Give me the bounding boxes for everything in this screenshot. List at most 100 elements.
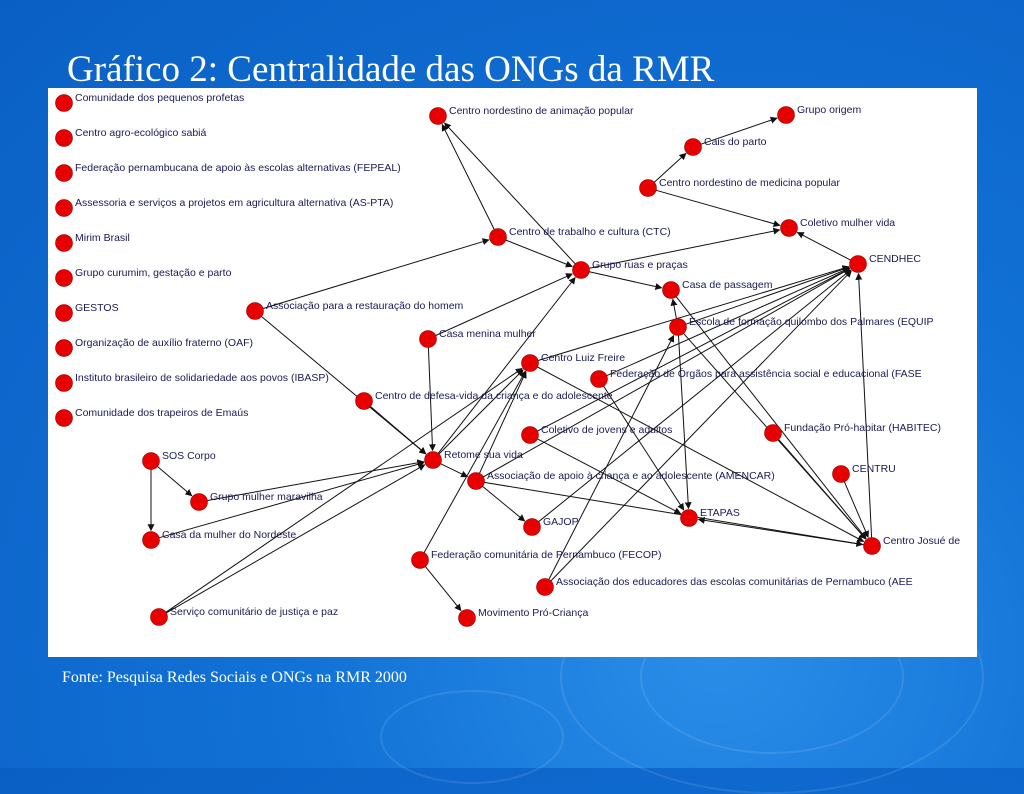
node-marker — [536, 578, 554, 596]
node-label: Cais do parto — [704, 136, 767, 148]
node-gmm: Grupo mulher maravilha — [190, 491, 323, 511]
node-label: Casa de passagem — [682, 279, 773, 291]
node-label: Centro nordestino de medicina popular — [659, 177, 840, 189]
node-n8: Organização de auxílio fraterno (OAF) — [55, 337, 253, 357]
node-label: Centro Luiz Freire — [541, 352, 625, 364]
node-sos: SOS Corpo — [142, 450, 216, 470]
node-ctc: Centro de trabalho e cultura (CTC) — [489, 226, 671, 246]
node-marker — [190, 493, 208, 511]
node-marker — [572, 261, 590, 279]
node-label: Coletivo mulher vida — [800, 217, 895, 229]
node-label: Grupo mulher maravilha — [210, 491, 323, 503]
edges-layer — [147, 116, 873, 614]
node-marker — [55, 269, 73, 287]
node-gajop: GAJOP — [523, 516, 579, 536]
edge-fecop-clf — [423, 370, 526, 553]
node-label: Grupo origem — [797, 104, 861, 116]
node-label: CENDHEC — [869, 253, 921, 265]
edge-fase-etapas — [603, 385, 685, 511]
node-n4: Assessoria e serviços a projetos em agri… — [55, 197, 393, 217]
edge-cmm-gruas — [435, 273, 573, 336]
node-marker — [489, 228, 507, 246]
node-n9: Instituto brasileiro de solidariedade ao… — [55, 372, 329, 392]
node-n10: Comunidade dos trapeiros de Emaús — [55, 407, 248, 427]
node-cdvca: Centro de defesa-vida da criança e do ad… — [355, 390, 613, 410]
node-retome: Retome sua vida — [424, 449, 523, 469]
edge-clf-cendhec — [537, 265, 850, 361]
node-label: GESTOS — [75, 302, 119, 314]
edge-equip-cendhec — [685, 265, 850, 325]
node-label: Federação pernambucana de apoio às escol… — [75, 162, 401, 174]
node-label: Associação para a restauração do homem — [266, 300, 464, 312]
node-scjp: Serviço comunitário de justiça e paz — [150, 606, 338, 626]
node-marker — [680, 509, 698, 527]
node-label: Centro de defesa-vida da criança e do ad… — [375, 390, 613, 402]
node-label: Instituto brasileiro de solidariedade ao… — [75, 372, 329, 384]
edge-cjd-cendhec — [855, 272, 873, 538]
node-cmv: Coletivo mulher vida — [780, 217, 895, 237]
edge-gajop-cendhec — [538, 269, 852, 523]
node-cja: Coletivo de jovens e adultos — [521, 424, 672, 444]
node-marker — [419, 330, 437, 348]
node-label: GAJOP — [543, 516, 579, 528]
node-marker — [467, 472, 485, 490]
edge-cais-origem — [700, 116, 778, 145]
node-habitec: Fundação Pró-habitar (HABITEC) — [764, 422, 941, 442]
node-label: Associação dos educadores das escolas co… — [556, 576, 913, 588]
node-label: Movimento Pró-Criança — [478, 607, 588, 619]
edge-amencar-cjd — [484, 481, 864, 547]
source-note: Fonte: Pesquisa Redes Sociais e ONGs na … — [62, 669, 407, 686]
node-marker — [142, 531, 160, 549]
node-label: Retome sua vida — [444, 449, 523, 461]
node-marker — [411, 551, 429, 569]
node-n3: Federação pernambucana de apoio às escol… — [55, 162, 401, 182]
node-label: Mirim Brasil — [75, 232, 130, 244]
node-marker — [639, 179, 657, 197]
node-label: SOS Corpo — [162, 450, 216, 462]
node-arh: Associação para a restauração do homem — [246, 300, 464, 320]
node-cnap: Centro nordestino de animação popular — [429, 105, 634, 125]
node-casap: Casa de passagem — [662, 279, 773, 299]
edge-retome-gruas — [437, 276, 576, 454]
edge-amencar-clf — [479, 370, 527, 474]
node-n2: Centro agro-ecológico sabiá — [55, 127, 206, 147]
node-label: Fundação Pró-habitar (HABITEC) — [784, 422, 941, 434]
background-ripple — [380, 690, 564, 784]
node-centru: CENTRU — [832, 463, 896, 483]
node-marker — [849, 255, 867, 273]
edge-cnmp-cais — [653, 152, 687, 183]
node-label: Comunidade dos pequenos profetas — [75, 92, 244, 104]
node-cmm: Casa menina mulher — [419, 328, 536, 348]
edge-cja-etapas — [537, 438, 682, 515]
node-n6: Grupo curumim, gestação e parto — [55, 267, 232, 287]
edge-scjp-clf — [165, 367, 523, 613]
node-equip: Escola de formação quilombo dos Palmares… — [669, 316, 934, 336]
node-label: Centro nordestino de animação popular — [449, 105, 634, 117]
node-marker — [55, 234, 73, 252]
edge-cendhec-cmv — [796, 231, 851, 261]
edge-cnmp-cmv — [656, 189, 781, 228]
node-label: Centro Josué de — [883, 535, 960, 547]
node-label: Coletivo de jovens e adultos — [541, 424, 672, 436]
edge-fecop-mpc — [425, 566, 462, 612]
node-marker — [55, 374, 73, 392]
node-marker — [55, 129, 73, 147]
edge-aee-cendhec — [550, 270, 852, 582]
node-marker — [521, 426, 539, 444]
edge-gruas-cnap — [444, 122, 576, 265]
node-marker — [521, 354, 539, 372]
edge-aee-equip — [548, 334, 675, 580]
node-marker — [780, 219, 798, 237]
node-marker — [55, 199, 73, 217]
node-label: Comunidade dos trapeiros de Emaús — [75, 407, 248, 419]
node-label: Serviço comunitário de justiça e paz — [170, 606, 338, 618]
edge-sos-gmm — [157, 466, 193, 497]
node-label: Associação de apoio à criança e ao adole… — [487, 470, 775, 482]
node-label: Grupo curumim, gestação e parto — [75, 267, 232, 279]
node-origem: Grupo origem — [777, 104, 861, 124]
node-label: Escola de formação quilombo dos Palmares… — [689, 316, 934, 328]
edge-arh-retome — [261, 316, 427, 455]
node-marker — [150, 608, 168, 626]
